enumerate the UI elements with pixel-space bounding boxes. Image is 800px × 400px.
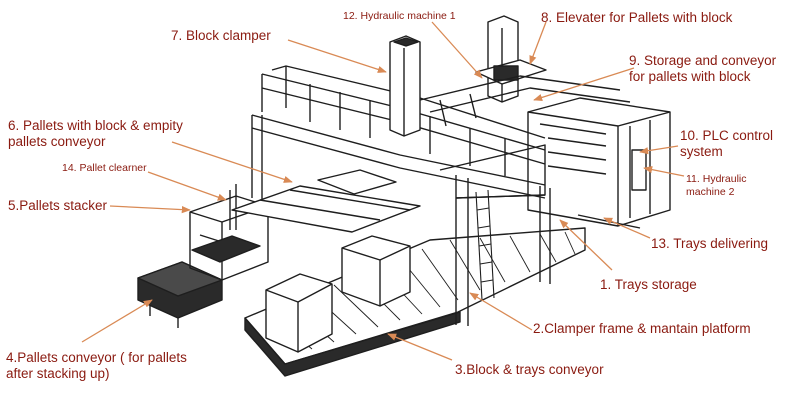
label-hydraulic-machine-2: 11. Hydraulic machine 2 — [686, 173, 747, 198]
concrete-blocks — [265, 235, 411, 353]
label-hydraulic-machine-1: 12. Hydraulic machine 1 — [343, 10, 456, 22]
label-pallets-block-conveyor-line-2: pallets conveyor — [8, 134, 106, 150]
arrow-hydraulic-machine-1 — [431, 21, 483, 79]
pallet-elevator — [475, 15, 547, 103]
arrow-block-trays-conveyor — [387, 333, 453, 361]
hydraulic-machine-1 — [389, 35, 421, 137]
arrow-block-clamper — [287, 39, 387, 73]
label-pallets-block-conveyor: 6. Pallets with block & empity pallets c… — [8, 118, 183, 150]
arrow-pallets-stacker — [109, 205, 191, 214]
arrow-trays-storage — [559, 219, 613, 271]
pallet-deck — [231, 169, 421, 233]
arrow-elevator — [529, 21, 547, 65]
arrow-plc-control — [639, 145, 679, 155]
label-trays-storage: 1. Trays storage — [600, 277, 697, 292]
leader-arrows — [81, 21, 685, 361]
label-hydraulic-machine-2-line-1: 11. Hydraulic — [686, 173, 747, 185]
label-pallets-conveyor: 4.Pallets conveyor ( for pallets after s… — [6, 350, 187, 382]
label-pallets-conveyor-line-2: after stacking up) — [6, 366, 110, 382]
pallets-stacker — [189, 184, 269, 281]
label-elevator: 8. Elevater for Pallets with block — [541, 10, 733, 25]
pallets-conveyor-box — [137, 261, 223, 328]
label-storage-conveyor: 9. Storage and conveyor for pallets with… — [629, 53, 776, 85]
label-pallets-conveyor-line-1: 4.Pallets conveyor ( for pallets — [6, 350, 187, 365]
label-pallet-cleaner: 14. Pallet clearner — [62, 162, 147, 174]
arrow-pallets-block-conveyor — [171, 141, 293, 183]
arrow-pallet-cleaner — [147, 171, 227, 201]
arrow-storage-conveyor — [533, 67, 635, 101]
label-pallets-stacker: 5.Pallets stacker — [8, 198, 108, 213]
arrow-trays-delivering — [603, 217, 651, 239]
arrow-clamper-frame — [469, 292, 533, 331]
label-trays-delivering: 13. Trays delivering — [651, 236, 769, 251]
label-plc-control-line-2: system — [680, 144, 723, 160]
label-plc-control-line-1: 10. PLC control — [680, 128, 774, 143]
maintenance-ladder — [475, 189, 495, 301]
machine-drawing — [137, 15, 671, 377]
label-clamper-frame: 2.Clamper frame & mantain platform — [533, 321, 751, 336]
label-block-clamper: 7. Block clamper — [171, 28, 271, 43]
arrow-hydraulic-machine-2 — [643, 166, 685, 177]
label-block-trays-conveyor: 3.Block & trays conveyor — [455, 362, 604, 377]
label-hydraulic-machine-2-line-2: machine 2 — [686, 185, 735, 198]
arrow-pallets-conveyor — [81, 299, 153, 343]
upper-crossing-frame — [419, 75, 631, 127]
label-storage-conveyor-line-2: for pallets with block — [629, 69, 751, 85]
label-plc-control: 10. PLC control system — [680, 128, 773, 160]
label-storage-conveyor-line-1: 9. Storage and conveyor — [629, 53, 777, 68]
label-pallets-block-conveyor-line-1: 6. Pallets with block & empity — [8, 118, 183, 133]
